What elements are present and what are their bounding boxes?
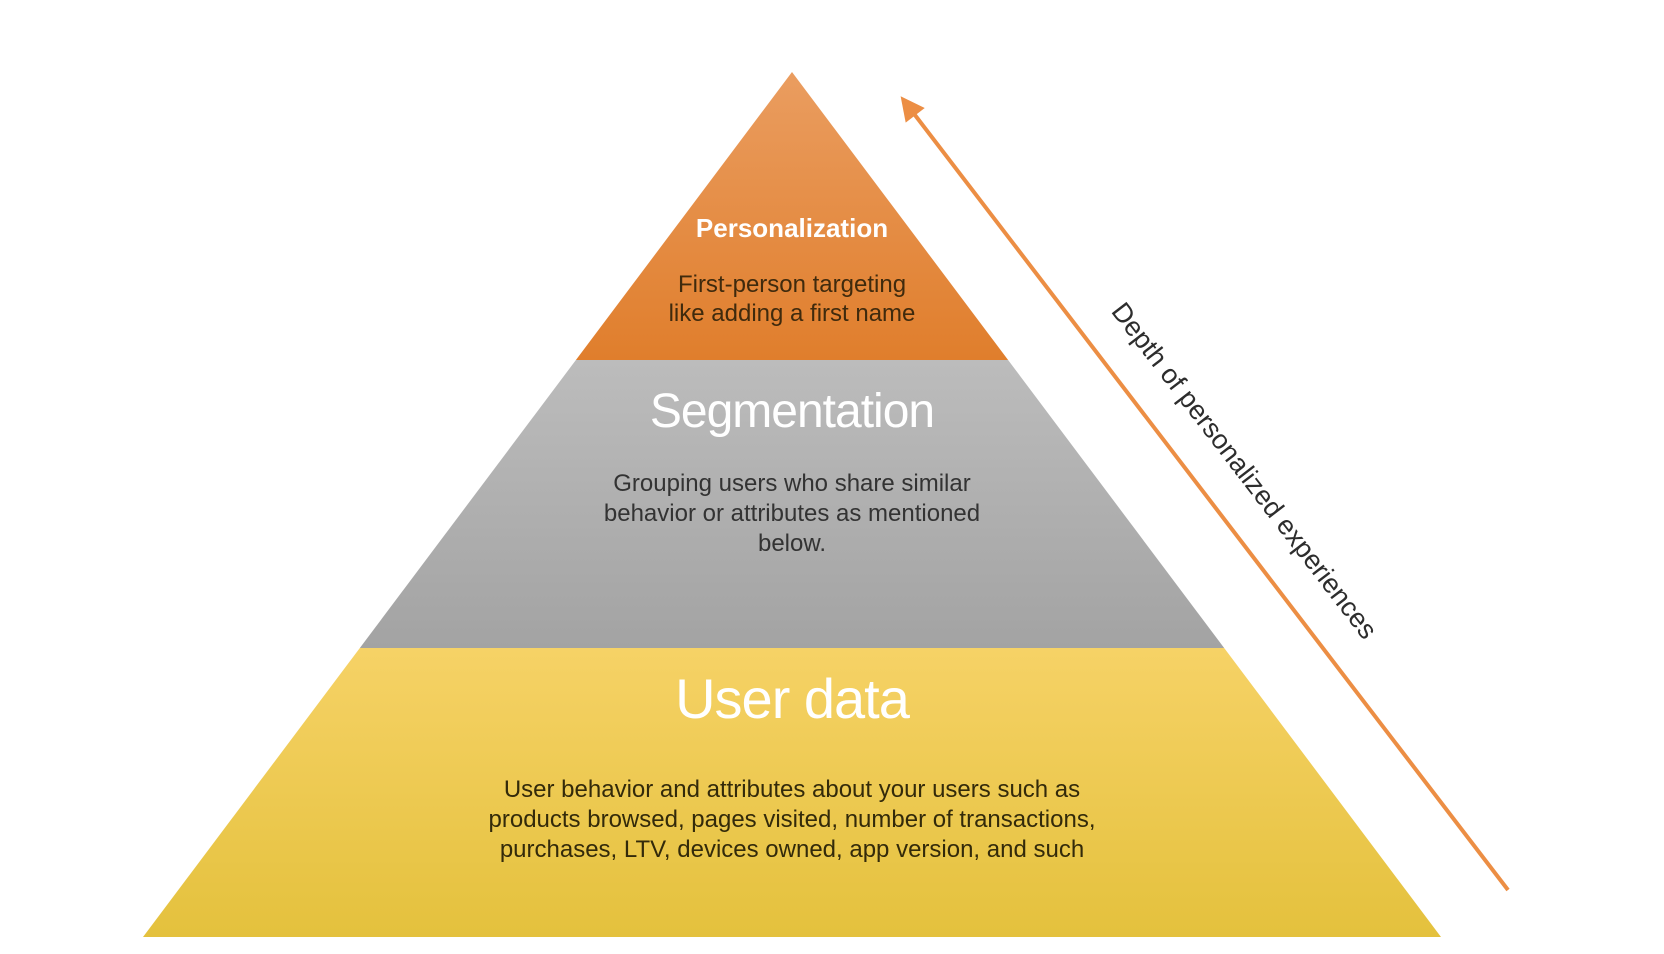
user-data-title: User data bbox=[675, 667, 910, 730]
segmentation-description: Grouping users who share similar behavio… bbox=[603, 470, 981, 557]
user-data-description: User behavior and attributes about your … bbox=[488, 776, 1096, 863]
pyramid-text-overlay: Personalization First-person targeting l… bbox=[143, 72, 1441, 937]
segmentation-title: Segmentation bbox=[649, 385, 935, 438]
personalization-description: First-person targeting like adding a fir… bbox=[668, 271, 916, 327]
personalization-title: Personalization bbox=[695, 213, 889, 243]
